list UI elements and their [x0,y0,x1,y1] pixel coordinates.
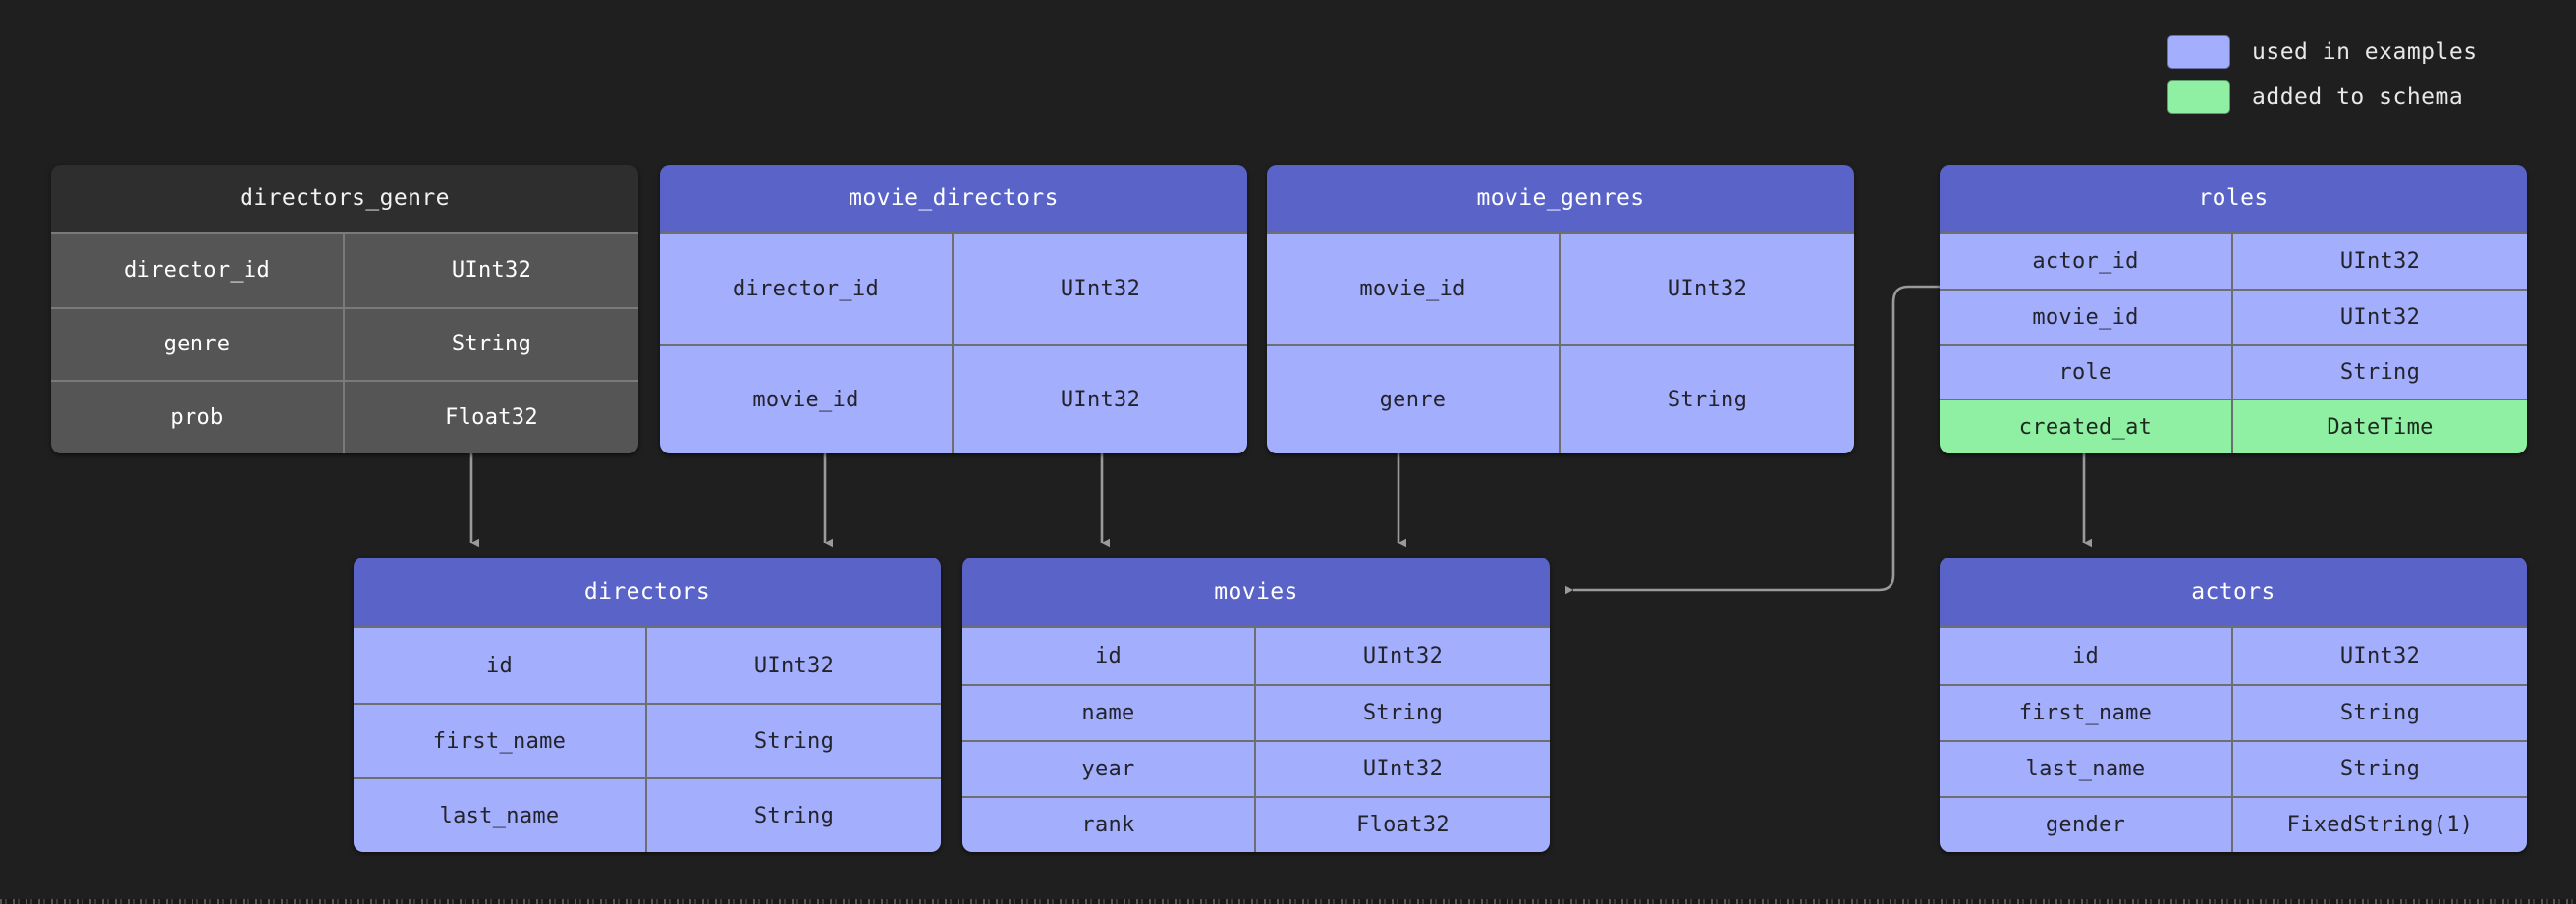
column-type-cell: UInt32 [1667,276,1748,301]
column-type-cell: String [2339,359,2421,385]
table-row[interactable]: created_at DateTime [1940,399,2527,453]
table-header-movie_directors: movie_directors [660,165,1247,234]
column-type-cell: UInt32 [1060,276,1141,301]
table-row[interactable]: movie_id UInt32 [660,344,1247,453]
column-name-cell: genre [51,308,345,381]
column-name-cell: first_name [354,705,647,777]
column-name-cell: movie_id [1940,291,2233,344]
table-header-actors: actors [1940,558,2527,628]
column-name-cell: movie_id [660,346,954,453]
column-type-cell: UInt32 [2339,644,2421,668]
column-name-cell: id [962,628,1256,684]
column-type-cell: UInt32 [1060,387,1141,412]
table-row[interactable]: id UInt32 [962,628,1550,684]
table-header-movie_genres: movie_genres [1267,165,1854,234]
legend-item-used-in-examples: used in examples [2167,35,2537,69]
table-row[interactable]: genre String [1267,344,1854,453]
column-name-cell: name [962,686,1256,740]
column-type-cell: String [2339,701,2421,725]
table-row[interactable]: actor_id UInt32 [1940,234,2527,289]
table-row[interactable]: id UInt32 [354,628,941,703]
table-row[interactable]: director_id UInt32 [660,234,1247,344]
column-type-cell: String [753,803,835,828]
column-name-cell: id [354,628,647,703]
column-type-cell: String [753,728,835,754]
column-type-cell: UInt32 [451,257,532,283]
table-header-roles: roles [1940,165,2527,234]
table-row[interactable]: id UInt32 [1940,628,2527,684]
column-type-cell: FixedString(1) [2286,813,2474,837]
bottom-edge-artifact [0,899,2576,904]
column-name-cell: role [1940,346,2233,399]
column-type-cell: String [1667,387,1748,412]
column-type-cell: UInt32 [2339,304,2421,330]
column-name-cell: director_id [51,234,345,307]
column-type-cell: UInt32 [1362,757,1444,781]
table-row[interactable]: role String [1940,344,2527,399]
column-type-cell: DateTime [2327,414,2434,440]
legend-label-added-to-schema: added to schema [2252,84,2464,110]
table-row[interactable]: prob Float32 [51,380,638,453]
table-row[interactable]: genre String [51,306,638,381]
table-header-movies: movies [962,558,1550,628]
column-name-cell: actor_id [1940,234,2233,289]
table-row[interactable]: year UInt32 [962,740,1550,796]
table-header-directors: directors [354,558,941,628]
table-row[interactable]: last_name String [354,777,941,852]
table-row[interactable]: first_name String [354,703,941,777]
column-name-cell: director_id [660,234,954,344]
legend-swatch-used-in-examples [2167,35,2230,69]
column-type-cell: String [2339,757,2421,781]
table-row[interactable]: last_name String [1940,740,2527,796]
column-name-cell: prob [51,382,345,453]
column-type-cell: Float32 [1356,813,1450,837]
table-row[interactable]: rank Float32 [962,796,1550,852]
table-row[interactable]: movie_id UInt32 [1267,234,1854,344]
table-row[interactable]: gender FixedString(1) [1940,796,2527,852]
column-name-cell: genre [1267,346,1561,453]
table-row[interactable]: director_id UInt32 [51,234,638,307]
table-row[interactable]: first_name String [1940,684,2527,740]
column-type-cell: String [451,332,532,357]
column-name-cell: last_name [354,779,647,852]
legend-item-added-to-schema: added to schema [2167,80,2537,114]
table-header-directors_genre: directors_genre [51,165,638,234]
column-name-cell: year [962,742,1256,796]
column-name-cell: last_name [1940,742,2233,796]
column-type-cell: UInt32 [2339,248,2421,274]
table-row[interactable]: movie_id UInt32 [1940,289,2527,344]
column-name-cell: first_name [1940,686,2233,740]
column-name-cell: movie_id [1267,234,1561,344]
legend: used in examples added to schema [2167,35,2537,114]
column-type-cell: UInt32 [1362,644,1444,668]
column-type-cell: UInt32 [753,653,835,678]
column-type-cell: Float32 [445,405,538,431]
table-row[interactable]: name String [962,684,1550,740]
column-name-cell: rank [962,798,1256,852]
column-name-cell: id [1940,628,2233,684]
column-name-cell: created_at [1940,400,2233,453]
column-name-cell: gender [1940,798,2233,852]
column-type-cell: String [1362,701,1444,725]
legend-label-used-in-examples: used in examples [2252,39,2478,65]
legend-swatch-added-to-schema [2167,80,2230,114]
